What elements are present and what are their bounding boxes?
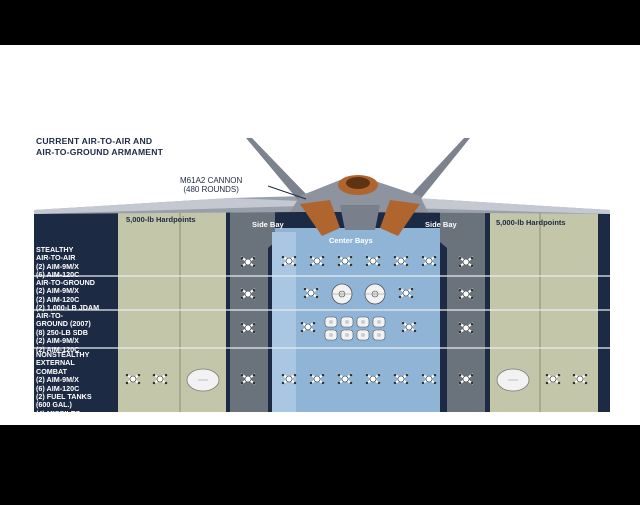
- sdb-icon: [340, 316, 354, 328]
- sdb-icon: [324, 329, 338, 341]
- diagram-title: CURRENT AIR-TO-AIR AND AIR-TO-GROUND ARM…: [36, 136, 164, 157]
- aircraft-right-tail: [410, 138, 470, 200]
- sdb-icon: [324, 316, 338, 328]
- sdb-icon: [372, 329, 386, 341]
- aircraft-intake-right: [380, 200, 420, 236]
- center-bays-header: Center Bays: [329, 236, 373, 245]
- left-hardpoints-header: 5,000-lb Hardpoints: [126, 215, 196, 224]
- cannon-pointer: [267, 185, 307, 200]
- left-side-bay-header: Side Bay: [252, 220, 284, 229]
- bomb-icon: [331, 283, 353, 305]
- sdb-icon: [356, 329, 370, 341]
- cannon-label: M61A2 CANNON (480 ROUNDS): [180, 176, 243, 194]
- fuel-tank-icon: [186, 368, 220, 392]
- left-side-bay: [230, 212, 275, 412]
- aircraft-intake-left: [300, 200, 340, 236]
- right-side-bay: [440, 212, 485, 412]
- row-label-nonstealthy-external-combat: NONSTEALTHY EXTERNAL COMBAT (2) AIM-9M/X…: [36, 350, 92, 418]
- sdb-icon: [340, 329, 354, 341]
- right-side-bay-header: Side Bay: [425, 220, 457, 229]
- row-label-air-to-ground: AIR-TO-GROUND (2) AIM-9M/X (2) AIM-120C …: [36, 278, 100, 313]
- center-bays: [272, 228, 440, 412]
- sdb-icon: [372, 316, 386, 328]
- bomb-icon: [364, 283, 386, 305]
- sdb-icon: [356, 316, 370, 328]
- fuel-tank-icon: [496, 368, 530, 392]
- right-hardpoints-header: 5,000-lb Hardpoints: [496, 218, 566, 227]
- row-label-air-to-ground-2007: AIR-TO- GROUND (2007) (8) 250-LB SDB (2)…: [36, 311, 91, 354]
- aircraft-left-tail: [246, 138, 308, 200]
- row-label-stealthy-air-to-air: STEALTHY AIR-TO-AIR (2) AIM-9M/X (6) AIM…: [36, 245, 80, 280]
